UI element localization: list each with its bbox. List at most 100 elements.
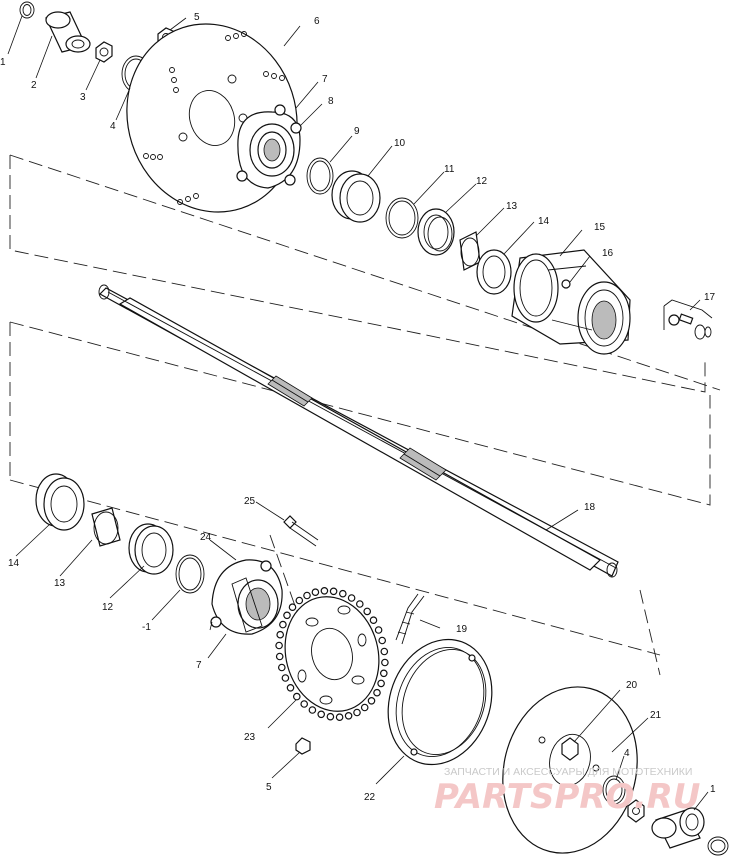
nut-part-3 bbox=[95, 41, 113, 63]
hub-part-8 bbox=[236, 104, 302, 189]
callout-15: 15 bbox=[594, 222, 606, 233]
bushing-part-2 bbox=[45, 11, 91, 53]
callout-7-lower: 7 bbox=[196, 660, 202, 671]
sprocket-tooth bbox=[353, 708, 361, 717]
guard-part-22 bbox=[387, 638, 493, 766]
callout-2: 2 bbox=[31, 80, 37, 91]
callout-14-lower: 14 bbox=[8, 558, 20, 569]
nut-part-3-bottom bbox=[627, 799, 645, 823]
sprocket-tooth bbox=[275, 641, 283, 650]
sprocket-hub-part-24 bbox=[210, 559, 283, 635]
sprocket-tooth bbox=[367, 696, 376, 705]
sprocket-tooth bbox=[317, 710, 326, 719]
watermark: ЗАПЧАСТИ И АКСЕССУАРЫ ДЛЯ МОТОТЕХНИКИ PA… bbox=[434, 766, 700, 817]
bolt-kit-part-17 bbox=[663, 299, 713, 340]
spline-section-lower bbox=[399, 447, 447, 481]
sprocket-tooth bbox=[276, 630, 285, 639]
axle-housing-part-15 bbox=[511, 249, 631, 355]
callout-5: 5 bbox=[194, 12, 200, 23]
sprocket-tooth bbox=[308, 706, 317, 714]
axle-shaft-part-18 bbox=[98, 284, 619, 578]
bearing-cone-part-13-bottom bbox=[91, 507, 121, 547]
grease-fitting-part-16 bbox=[561, 279, 571, 289]
sprocket-tooth bbox=[374, 626, 383, 634]
sprocket-tooth bbox=[338, 589, 347, 598]
sprocket-tooth bbox=[329, 587, 338, 596]
callout-18: 18 bbox=[584, 502, 596, 513]
sprocket-tooth bbox=[381, 658, 389, 667]
sprocket-tooth bbox=[286, 683, 295, 692]
sprocket-tooth bbox=[311, 588, 320, 597]
callout-17: 17 bbox=[704, 292, 716, 303]
sprocket-tooth bbox=[379, 669, 388, 678]
seal-part-12-top bbox=[417, 208, 455, 256]
bearing-part-10 bbox=[331, 170, 381, 223]
sprocket-tooth bbox=[279, 620, 287, 629]
callout-13: 13 bbox=[506, 201, 518, 212]
sprocket-tooth bbox=[326, 712, 335, 721]
sprocket-tooth bbox=[378, 636, 387, 645]
callout-13-lower: 13 bbox=[54, 578, 66, 589]
nut-part-5-bottom bbox=[295, 737, 311, 755]
assembly-guide-lines bbox=[9, 154, 721, 676]
sprocket-tooth bbox=[292, 692, 301, 701]
sprocket-tooth bbox=[347, 594, 356, 602]
sprocket-tooth bbox=[377, 679, 385, 688]
callout-14: 14 bbox=[538, 216, 550, 227]
snap-ring-part-1 bbox=[19, 1, 35, 19]
sprocket-tooth bbox=[363, 607, 372, 616]
callout-7: 7 bbox=[322, 74, 328, 85]
callout-9: 9 bbox=[354, 126, 360, 137]
snap-ring-part-1-bottom bbox=[707, 836, 729, 856]
callout-22: 22 bbox=[364, 792, 376, 803]
sprocket-tooth bbox=[288, 603, 297, 612]
chain-segment-part-19 bbox=[395, 593, 425, 645]
callout-4-lower: 4 bbox=[624, 748, 630, 759]
o-ring-part-4-bottom bbox=[602, 775, 626, 805]
bearing-cup-part-14-bottom bbox=[35, 473, 85, 531]
callout-6: 6 bbox=[314, 16, 320, 27]
sprocket-tooth bbox=[320, 586, 329, 595]
callout-19: 19 bbox=[456, 624, 468, 635]
spline-section-upper bbox=[267, 375, 313, 407]
sprocket-tooth bbox=[344, 711, 353, 720]
sprocket-tooth bbox=[373, 688, 381, 697]
leader-lines bbox=[7, 15, 709, 811]
callout-5-lower: 5 bbox=[266, 782, 272, 793]
sprocket-tooth bbox=[281, 674, 290, 682]
callout-8: 8 bbox=[328, 96, 334, 107]
callout-23: 23 bbox=[244, 732, 256, 743]
callout-11: 11 bbox=[444, 164, 455, 175]
bearing-cup-part-14-top bbox=[476, 249, 512, 295]
sprocket-part-23 bbox=[275, 586, 389, 722]
callout-25: 25 bbox=[244, 496, 256, 507]
sprocket-tooth bbox=[380, 647, 389, 656]
watermark-brand: PARTSPRO.RU bbox=[434, 777, 700, 817]
callout-3: 3 bbox=[80, 92, 86, 103]
callout-1-lower: 1 bbox=[710, 784, 716, 795]
sprocket-tooth bbox=[295, 596, 304, 605]
callout-10: 10 bbox=[394, 138, 406, 149]
sprocket-tooth bbox=[355, 600, 364, 608]
sprocket-tooth bbox=[303, 591, 311, 600]
sprocket-tooth bbox=[277, 663, 286, 672]
bolt-part-25 bbox=[283, 515, 319, 547]
callout-16: 16 bbox=[602, 248, 614, 259]
callout-11-lower: -1 bbox=[142, 622, 151, 633]
sprocket-tooth bbox=[283, 611, 291, 620]
callout-24: 24 bbox=[200, 532, 212, 543]
brake-disc-part-21 bbox=[502, 686, 638, 854]
callout-12-lower: 12 bbox=[102, 602, 114, 613]
watermark-caption: ЗАПЧАСТИ И АКСЕССУАРЫ ДЛЯ МОТОТЕХНИКИ bbox=[444, 766, 692, 778]
sprocket-tooth bbox=[300, 700, 309, 708]
bearing-cone-part-13-top bbox=[459, 231, 481, 271]
seal-part-12-bottom bbox=[128, 523, 174, 575]
sprocket-tooth bbox=[360, 703, 369, 712]
bushing-part-2-bottom bbox=[651, 807, 705, 849]
stud-part-7-bottom bbox=[209, 621, 213, 631]
callout-12: 12 bbox=[476, 176, 488, 187]
sprocket-tooth bbox=[275, 652, 284, 661]
callout-1: 1 bbox=[0, 57, 6, 68]
o-ring-part-11-top bbox=[385, 197, 419, 239]
